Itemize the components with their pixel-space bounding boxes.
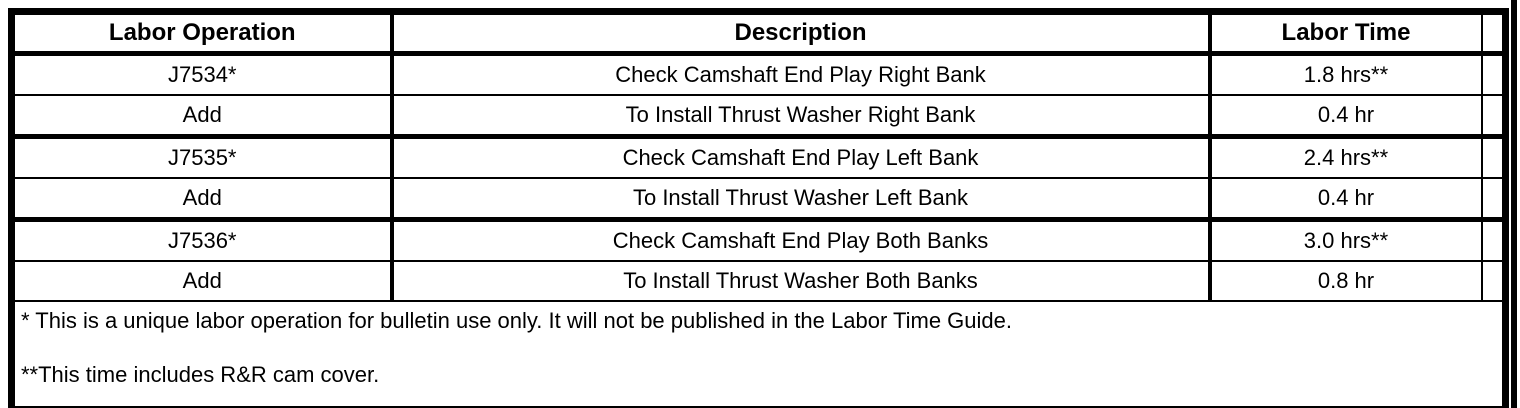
table-row: J7536* Check Camshaft End Play Both Bank… bbox=[10, 217, 1507, 262]
labor-time-cell: 2.4 hrs** bbox=[1208, 134, 1483, 179]
labor-time-cell: 1.8 hrs** bbox=[1208, 52, 1483, 96]
description-cell: To Install Thrust Washer Both Banks bbox=[390, 260, 1212, 302]
description-cell: To Install Thrust Washer Right Bank bbox=[390, 94, 1212, 138]
footnote-cell: * This is a unique labor operation for b… bbox=[10, 300, 1508, 408]
description-cell: Check Camshaft End Play Both Banks bbox=[390, 217, 1212, 262]
labor-operation-cell: J7536* bbox=[10, 217, 394, 262]
spacer-cell bbox=[1480, 217, 1507, 262]
page-border-fragment bbox=[1511, 0, 1517, 408]
labor-operation-cell: Add bbox=[10, 177, 394, 221]
table-row: Add To Install Thrust Washer Both Banks … bbox=[10, 260, 1507, 302]
table-row: J7535* Check Camshaft End Play Left Bank… bbox=[10, 134, 1507, 179]
spacer-cell bbox=[1480, 52, 1507, 96]
description-cell: Check Camshaft End Play Right Bank bbox=[390, 52, 1212, 96]
labor-operation-cell: Add bbox=[10, 94, 394, 138]
spacer-cell bbox=[1480, 134, 1507, 179]
labor-time-cell: 0.4 hr bbox=[1208, 94, 1483, 138]
column-header-spacer bbox=[1480, 10, 1507, 56]
column-header-labor-operation: Labor Operation bbox=[10, 10, 394, 56]
footnote-unique-labor-operation: * This is a unique labor operation for b… bbox=[21, 308, 1012, 333]
labor-time-cell: 0.8 hr bbox=[1208, 260, 1483, 302]
footnote-rr-cam-cover: **This time includes R&R cam cover. bbox=[21, 362, 380, 387]
spacer-cell bbox=[1480, 260, 1507, 302]
labor-time-cell: 0.4 hr bbox=[1208, 177, 1483, 221]
table-row: Add To Install Thrust Washer Left Bank 0… bbox=[10, 177, 1507, 221]
labor-operation-cell: J7535* bbox=[10, 134, 394, 179]
description-cell: To Install Thrust Washer Left Bank bbox=[390, 177, 1212, 221]
description-cell: Check Camshaft End Play Left Bank bbox=[390, 134, 1212, 179]
table-row: Add To Install Thrust Washer Right Bank … bbox=[10, 94, 1507, 138]
column-header-labor-time: Labor Time bbox=[1208, 10, 1483, 56]
spacer-cell bbox=[1480, 177, 1507, 221]
footnote-row: * This is a unique labor operation for b… bbox=[10, 300, 1508, 408]
labor-time-cell: 3.0 hrs** bbox=[1208, 217, 1483, 262]
column-header-description: Description bbox=[390, 10, 1212, 56]
table-row: J7534* Check Camshaft End Play Right Ban… bbox=[10, 52, 1507, 96]
table-header-row: Labor Operation Description Labor Time bbox=[10, 10, 1507, 56]
labor-operation-cell: Add bbox=[10, 260, 394, 302]
labor-time-table: Labor Operation Description Labor Time J… bbox=[8, 8, 1509, 408]
spacer-cell bbox=[1480, 94, 1507, 138]
labor-operation-cell: J7534* bbox=[10, 52, 394, 96]
